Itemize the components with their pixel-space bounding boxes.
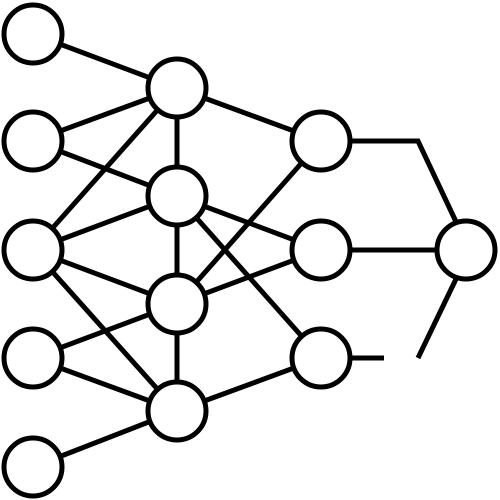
hidden2-node-g1 [289,109,353,173]
output-node-o1 [434,218,498,282]
input-node-i3 [1,218,65,282]
input-node-i2 [1,109,65,173]
partial-path-g1-o1 [321,138,461,228]
input-node-i1 [1,2,65,66]
edge-i3-h1 [31,86,179,252]
hidden1-node-h3 [145,272,209,336]
input-node-i5 [1,435,65,499]
edges-layer [31,31,466,470]
partial-path-none-o1 [415,277,459,360]
input-node-i4 [1,326,65,390]
hidden2-node-g3 [289,326,353,390]
hidden1-node-h1 [145,56,209,120]
hidden2-node-g2 [289,218,353,282]
hidden1-node-h2 [145,164,209,228]
hidden1-node-h4 [145,379,209,443]
edge-h3-g1 [175,139,323,306]
